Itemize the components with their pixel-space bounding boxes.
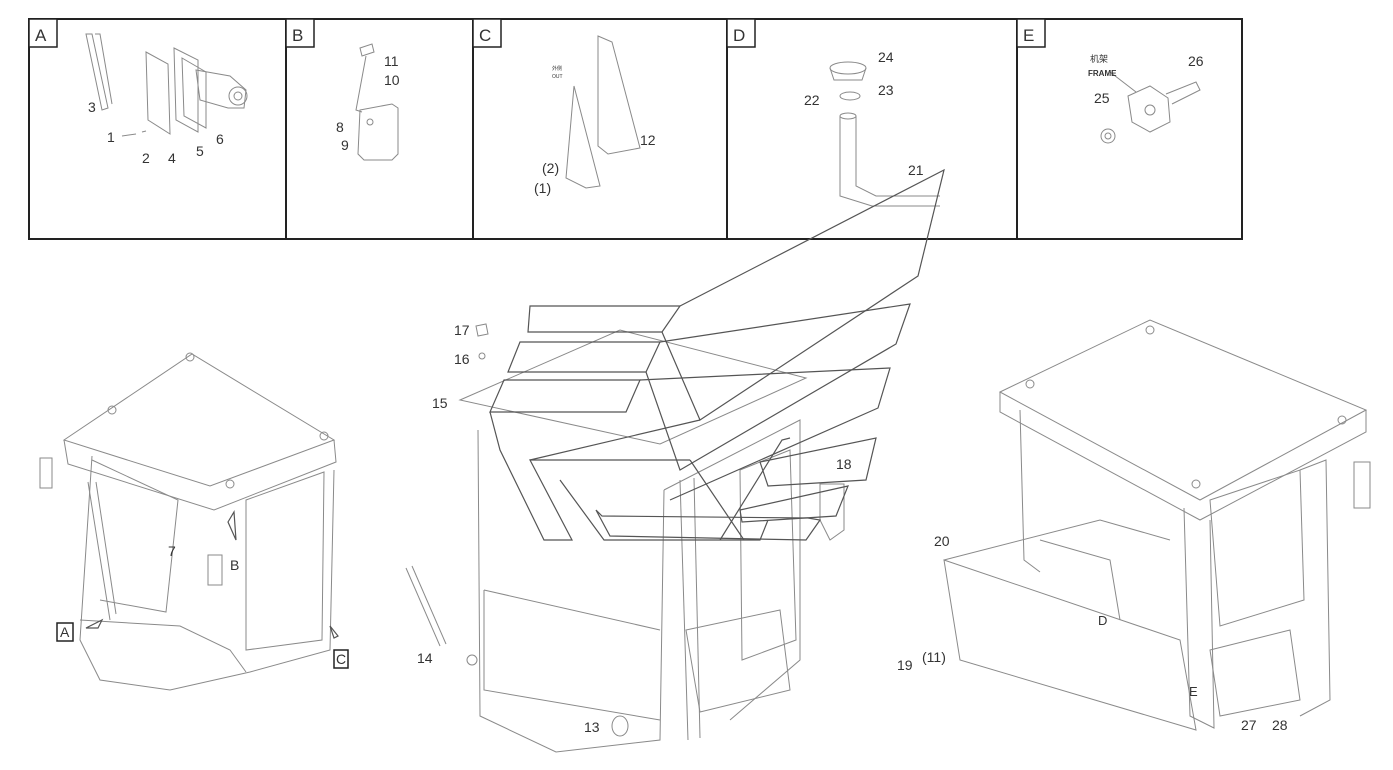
callout-19: 19 [897,657,913,673]
view-marker-d: D [1098,613,1107,628]
center-callout-shapes [489,168,945,541]
callout-5: 5 [196,143,204,159]
callout-17: 17 [454,322,470,338]
panel-c-tag: C [472,18,502,48]
callout-13: 13 [584,719,600,735]
svg-text:E: E [1023,26,1034,45]
callout-27: 27 [1241,717,1257,733]
panel-c-glass-drawing: 外侧 OUT [552,35,641,189]
svg-text:B: B [292,26,303,45]
view-marker-b: B [230,557,239,573]
callout-8: 8 [336,119,344,135]
frame-label-en: FRAME [1088,69,1117,78]
panel-b-mirror-drawing [355,43,399,161]
callout-2: 2 [142,150,150,166]
callout-16: 16 [454,351,470,367]
callout-24: 24 [878,49,894,65]
center-cab-rear-view [405,323,845,753]
callout-25: 25 [1094,90,1110,106]
panel-d-intake-drawing [829,61,940,207]
callout-11-paren: (11) [922,649,946,665]
callout-21: 21 [908,162,924,178]
detail-panels: A B C D E 3 [28,18,1243,240]
glass-side-note-en: OUT [552,74,563,80]
callout-1: 1 [107,129,115,145]
callout-4: 4 [168,150,176,166]
panel-b-tag: B [285,18,315,48]
panel-d-tag: D [726,18,756,48]
callout-1-paren: (1) [534,180,551,196]
left-cab-front-view [39,352,339,691]
svg-text:A: A [60,624,70,640]
view-marker-e: E [1189,684,1198,699]
callout-9: 9 [341,137,349,153]
panel-a-wiper-motor-drawing [85,33,248,137]
callout-2-paren: (2) [542,160,559,176]
svg-text:C: C [479,26,491,45]
callout-22: 22 [804,92,820,108]
panel-e-bracket-drawing [1100,71,1201,144]
callout-15: 15 [432,395,448,411]
svg-text:A: A [35,26,47,45]
detail-panels-frame [28,18,1243,240]
callout-23: 23 [878,82,894,98]
callout-12: 12 [640,132,656,148]
callout-10: 10 [384,72,400,88]
callout-14: 14 [417,650,433,666]
panel-a-tag: A [28,18,58,48]
right-cab-rear-side-view [943,319,1371,731]
view-marker-c: C [333,649,349,669]
callout-6: 6 [216,131,224,147]
svg-text:D: D [733,26,745,45]
svg-text:C: C [336,651,346,667]
callout-26: 26 [1188,53,1204,69]
frame-label-cn: 机架 [1090,53,1108,64]
callout-20: 20 [934,533,950,549]
panel-e-tag: E [1016,18,1046,48]
glass-side-note: 外侧 [552,65,562,72]
callout-18: 18 [836,456,852,472]
view-marker-a: A [56,622,74,642]
callout-11: 11 [384,53,399,69]
callout-28: 28 [1272,717,1288,733]
callout-3: 3 [88,99,96,115]
callout-7: 7 [168,543,176,559]
